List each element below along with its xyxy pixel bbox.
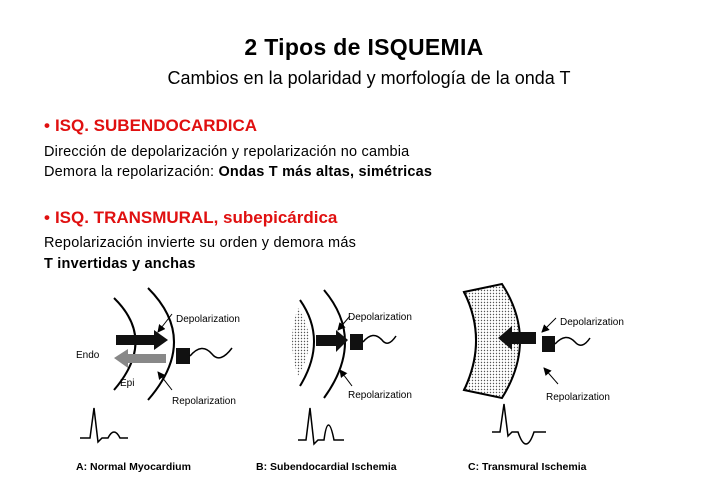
panel-subendocardial-ischemia: Depolarization Repolarization B: Subendo… [256,289,412,473]
section-line: Demora la repolarización: Ondas T más al… [44,164,432,180]
caption-a: A: Normal Myocardium [76,461,191,473]
caption-c: C: Transmural Ischemia [468,461,587,473]
heading-text: ISQ. TRANSMURAL, subepicárdica [54,208,338,227]
repolarization-label: Repolarization [546,392,610,403]
ecg-trace-normal [80,407,128,444]
ecg-trace-transmural [492,403,546,445]
line-text: Dirección de depolarización y repolariza… [44,144,410,160]
line-text: Demora la repolarización: [44,164,219,180]
repolarization-label: Repolarization [348,390,412,401]
bullet: • [44,208,50,227]
section-heading-subendocardica: •ISQ. SUBENDOCARDICA [44,116,257,136]
depolarization-label: Depolarization [560,317,624,328]
line-bold-text: Ondas T más altas, simétricas [218,164,433,180]
line-bold-text: T invertidas y anchas [44,256,196,272]
epi-label: Epi [120,378,134,389]
ischemia-figure: Depolarization Repolarization Endo Epi A… [72,280,674,480]
depolarization-label: Depolarization [348,312,412,323]
endo-label: Endo [76,350,100,361]
bullet: • [44,116,50,135]
section-line: T invertidas y anchas [44,256,196,272]
panel-transmural-ischemia: Depolarization Repolarization C: Transmu… [462,282,624,473]
heading-text: ISQ. SUBENDOCARDICA [54,116,258,135]
ischemia-diagram: Depolarization Repolarization Endo Epi A… [72,280,674,480]
section-line: Dirección de depolarización y repolariza… [44,144,409,160]
panel-normal-myocardium: Depolarization Repolarization Endo Epi A… [76,287,240,473]
line-text: Repolarización invierte su orden y demor… [44,235,357,251]
ecg-trace-subendocardial [298,407,344,446]
slide-title: 2 Tipos de ISQUEMIA [244,34,484,60]
section-line: Repolarización invierte su orden y demor… [44,235,356,251]
repolarization-label: Repolarization [172,396,236,407]
depolarization-label: Depolarization [176,314,240,325]
section-heading-transmural: •ISQ. TRANSMURAL, subepicárdica [44,208,337,228]
slide-subtitle: Cambios en la polaridad y morfología de … [167,68,571,88]
caption-b: B: Subendocardial Ischemia [256,461,397,473]
